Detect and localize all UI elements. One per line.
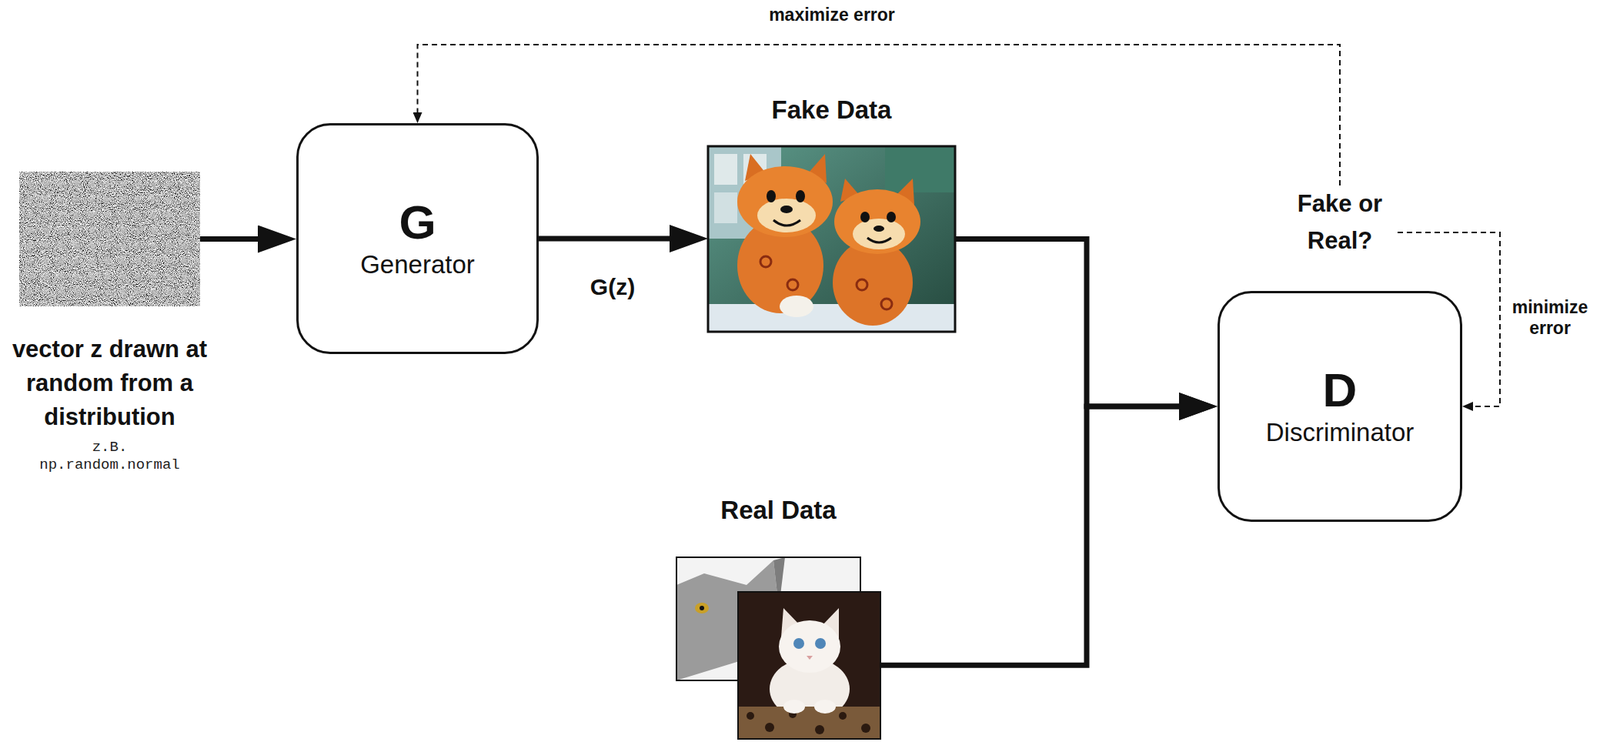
generator-box: GGenerator — [296, 123, 539, 355]
backdrop — [885, 146, 956, 193]
window-pane — [714, 192, 738, 224]
cat-muzzle — [757, 198, 816, 233]
basket-spot — [861, 723, 871, 733]
cat-paw — [779, 295, 814, 318]
kitten-nose — [806, 655, 813, 660]
output-label: Fake or Real? — [1282, 185, 1398, 260]
photo-frame — [738, 591, 881, 739]
flow-arrow — [200, 236, 266, 242]
edge-label: G(z) — [590, 273, 635, 301]
caption-group: vector z drawn at random from a distribu… — [2, 332, 218, 475]
noise-image: vector z drawn at random from a distribu… — [19, 171, 201, 307]
basket-spot — [746, 711, 755, 720]
table — [708, 303, 956, 332]
cat-pattern — [881, 298, 892, 310]
photo-frame — [708, 146, 956, 332]
noise-base — [19, 171, 201, 307]
cat-eye — [860, 211, 870, 223]
node-text: Fake Data — [771, 95, 892, 125]
caption-group: Fake Data — [771, 95, 892, 125]
node-subtext: z.B. np.random.normal — [33, 438, 188, 475]
photo-ground — [708, 146, 956, 332]
cat-pupil — [699, 605, 705, 611]
cat-smile — [867, 237, 892, 243]
edge-label-box: maximize error — [754, 4, 909, 26]
cat-head — [737, 166, 833, 238]
feedback-arrow — [417, 44, 1341, 186]
edge-label-box: minimize error — [1505, 297, 1595, 339]
node-text: D — [1322, 364, 1358, 417]
window-pane — [714, 153, 738, 185]
basket-spot — [815, 724, 825, 735]
cat-eye — [766, 190, 776, 203]
real-photo-front — [738, 591, 881, 739]
cat-eye — [886, 211, 896, 223]
kitten-paw — [814, 699, 836, 714]
cat-nose — [873, 225, 885, 232]
cat-smile — [773, 220, 801, 226]
cat-pattern — [856, 279, 868, 291]
cat-eye — [795, 190, 806, 203]
node-text: vector z drawn at random from a distribu… — [10, 332, 210, 435]
cat-head — [834, 189, 921, 254]
edge-label: minimize error — [1505, 297, 1595, 339]
basket — [738, 706, 881, 739]
node-subtext: Generator — [360, 248, 475, 281]
kitten-eye — [793, 637, 805, 649]
real-data-images: Real Data — [676, 557, 881, 739]
flow-arrow — [955, 239, 1187, 408]
discriminator-box: DDiscriminator — [1217, 290, 1463, 522]
flow-arrow — [538, 236, 678, 242]
basket-spot — [764, 722, 775, 732]
cat-eye — [694, 602, 709, 614]
noise-pattern — [19, 171, 201, 307]
node-text: G — [398, 196, 436, 249]
basket-spot — [838, 711, 847, 720]
edge-label-box: G(z) — [566, 273, 659, 301]
node-text: Fake or Real? — [1282, 185, 1398, 260]
photo-ground — [738, 591, 881, 739]
fake-photo — [708, 146, 956, 332]
cat-nose — [780, 205, 793, 214]
node-subtext: Discriminator — [1265, 416, 1415, 448]
kitten-eye — [815, 637, 826, 649]
kitten-head — [778, 620, 841, 673]
kitten-paw — [783, 699, 806, 714]
cat-pattern — [787, 279, 799, 291]
flow-arrow — [880, 406, 1187, 665]
caption-group: Real Data — [720, 495, 836, 525]
cat-muzzle — [852, 218, 906, 250]
node-text: Real Data — [720, 495, 836, 525]
edge-label: maximize error — [768, 4, 896, 26]
cat-pattern — [760, 256, 772, 268]
fake-data-image: Fake Data — [708, 146, 956, 332]
